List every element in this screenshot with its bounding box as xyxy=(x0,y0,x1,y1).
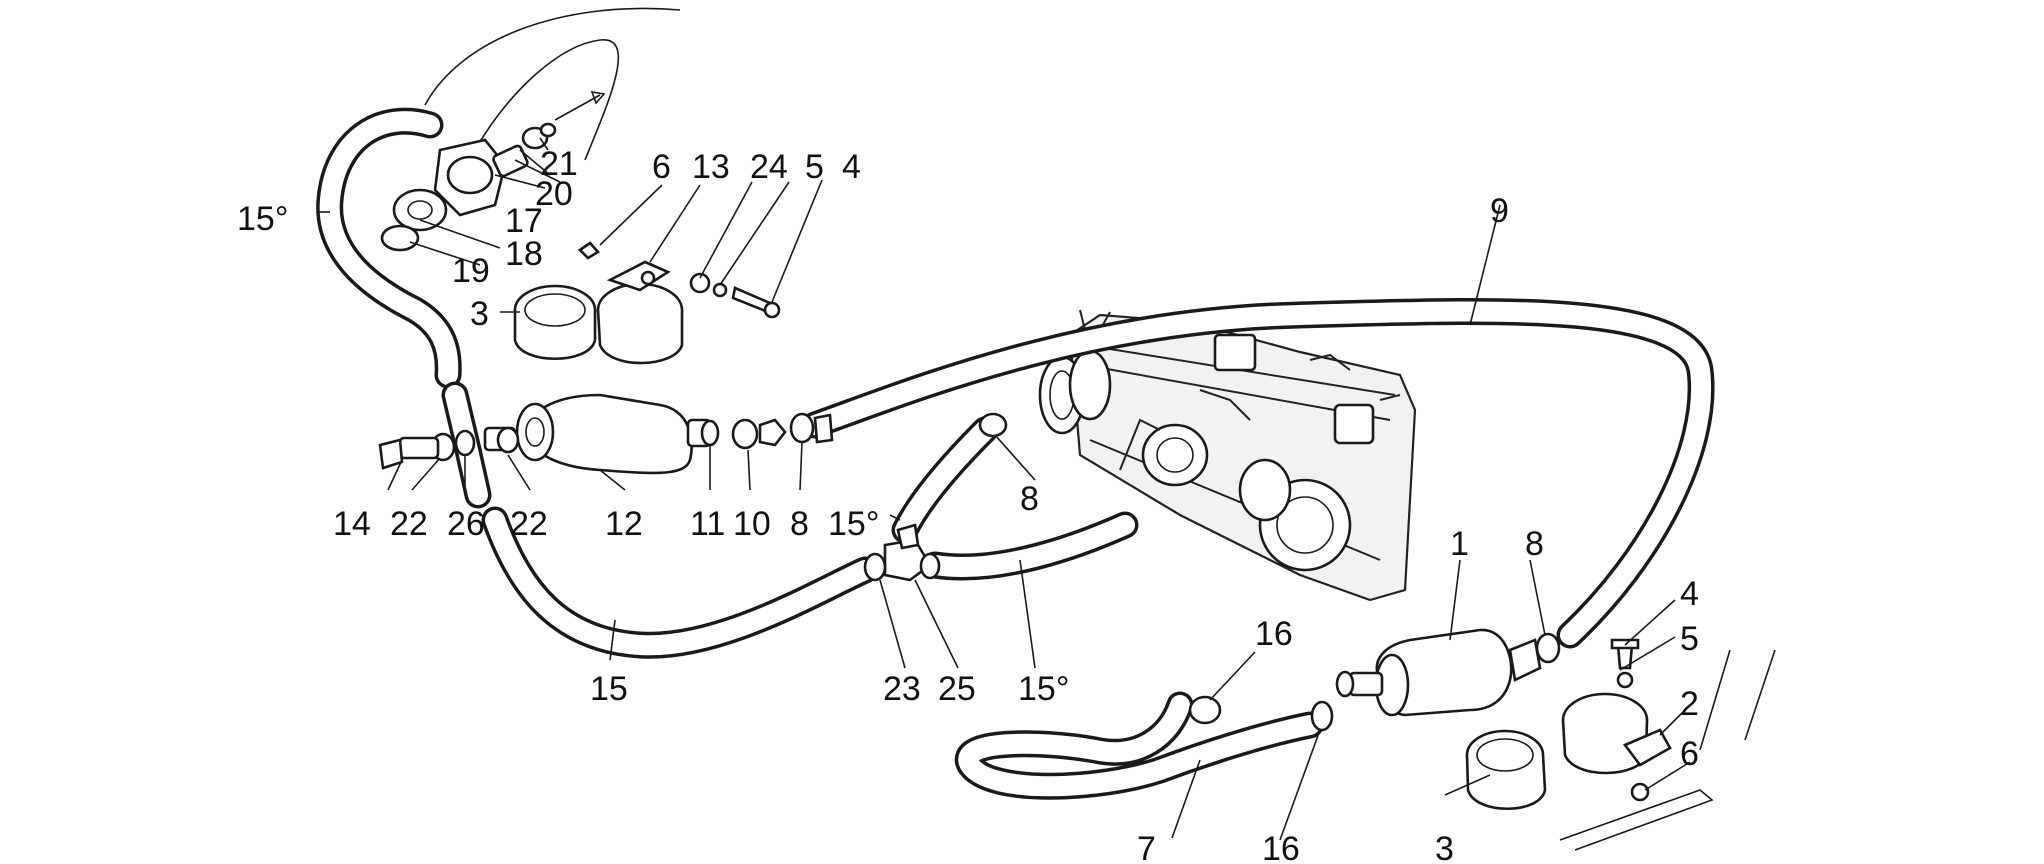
filter-clamp-upper xyxy=(513,241,781,365)
label-8-left: 8 xyxy=(790,505,809,543)
label-12: 12 xyxy=(605,505,643,543)
label-8-mid: 8 xyxy=(1020,480,1039,518)
label-19: 19 xyxy=(452,252,490,290)
label-4-right: 4 xyxy=(1680,575,1699,613)
leader-lines xyxy=(318,137,1691,841)
label-22-right: 22 xyxy=(510,505,548,543)
label-7: 7 xyxy=(1137,830,1156,864)
label-18: 18 xyxy=(505,235,543,273)
label-9: 9 xyxy=(1490,192,1509,230)
label-6-right: 6 xyxy=(1680,735,1699,773)
label-11: 11 xyxy=(690,505,725,543)
pressure-regulator-assembly xyxy=(380,90,606,252)
label-8-right: 8 xyxy=(1525,525,1544,563)
label-2: 2 xyxy=(1680,685,1699,723)
label-15deg-top: 15° xyxy=(237,200,288,238)
label-10: 10 xyxy=(733,505,771,543)
label-14: 14 xyxy=(333,505,371,543)
label-16-top: 16 xyxy=(1255,615,1293,653)
label-22-left: 22 xyxy=(390,505,428,543)
label-13: 13 xyxy=(692,148,730,186)
label-25: 25 xyxy=(938,670,976,708)
fuel-pump-assembly xyxy=(1188,628,1561,732)
label-24: 24 xyxy=(750,148,788,186)
fuel-filter-assembly xyxy=(378,393,834,475)
label-17: 17 xyxy=(505,202,543,240)
label-21: 21 xyxy=(540,145,578,183)
label-15deg-mid: 15° xyxy=(828,505,879,543)
label-15deg-bottom: 15° xyxy=(1018,670,1069,708)
label-23: 23 xyxy=(883,670,921,708)
label-3-bottom: 3 xyxy=(1435,830,1454,864)
t-piece-joint xyxy=(863,412,1008,582)
label-16-bottom: 16 xyxy=(1262,830,1300,864)
engine-block xyxy=(1038,309,1417,602)
label-26: 26 xyxy=(447,505,485,543)
label-5-top: 5 xyxy=(805,148,824,186)
label-1: 1 xyxy=(1450,525,1469,563)
pump-clamp-lower xyxy=(1465,638,1776,851)
label-5-right: 5 xyxy=(1680,620,1699,658)
label-4-top: 4 xyxy=(842,148,861,186)
label-15: 15 xyxy=(590,670,628,708)
label-3-top: 3 xyxy=(470,295,489,333)
label-6-top: 6 xyxy=(652,148,671,186)
label-20: 20 xyxy=(535,175,573,213)
callout-labels: 21 20 17 18 19 15° 6 13 24 5 4 3 9 14 22… xyxy=(237,145,1699,864)
